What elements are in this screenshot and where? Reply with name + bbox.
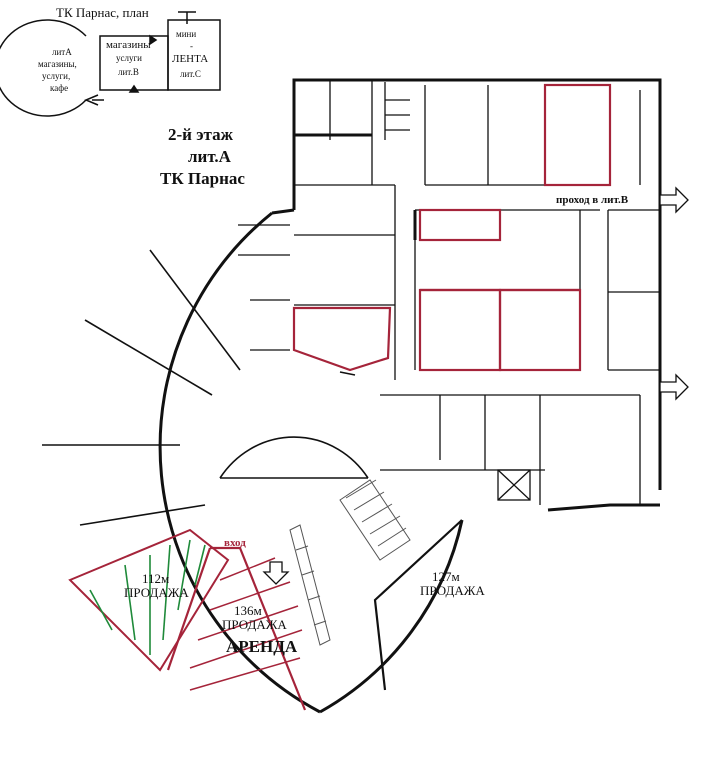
legend-c-line1: мини <box>176 29 197 39</box>
legend-c-line3: ЛЕНТА <box>172 53 209 65</box>
area-127-use: ПРОДАЖА <box>420 583 485 598</box>
legend-c-line4: лит.С <box>180 69 201 79</box>
area-112: 112м <box>142 571 170 586</box>
green-zone <box>68 528 230 672</box>
escalator <box>289 479 411 646</box>
area-112-use: ПРОДАЖА <box>124 585 189 600</box>
passage-label: проход в лит.В <box>556 194 629 206</box>
heading-name: ТК Парнас <box>160 169 245 188</box>
heading-lit: лит.А <box>188 147 231 166</box>
thick-walls <box>294 133 417 240</box>
legend-b-line2: услуги <box>116 53 142 63</box>
legend-a-line3: услуги, <box>42 71 71 81</box>
legend-a-line2: магазины, <box>38 59 77 69</box>
highlight-zones <box>166 83 612 711</box>
legend-diagram <box>0 11 221 117</box>
legend-c-line2: - <box>190 41 193 51</box>
radial-walls <box>42 249 369 526</box>
area-136-use2: АРЕНДА <box>226 637 298 656</box>
entrance-label: вход <box>224 537 246 549</box>
area-127: 127м <box>432 569 460 584</box>
outer-walls <box>158 78 662 714</box>
heading-floor: 2-й этаж <box>168 125 233 144</box>
legend-b-line3: лит.В <box>118 67 139 77</box>
area-136-use1: ПРОДАЖА <box>222 617 287 632</box>
arrow-icons <box>262 186 689 585</box>
legend-a-line1: литА <box>52 47 72 57</box>
area-136: 136м <box>234 603 262 618</box>
legend-b-line1: магазины <box>106 39 151 51</box>
inner-walls <box>238 80 660 505</box>
legend-a-line4: кафе <box>50 83 69 93</box>
red-hatch <box>189 557 303 691</box>
zone-127 <box>373 519 463 691</box>
legend-title: ТК Парнас, план <box>56 5 149 20</box>
